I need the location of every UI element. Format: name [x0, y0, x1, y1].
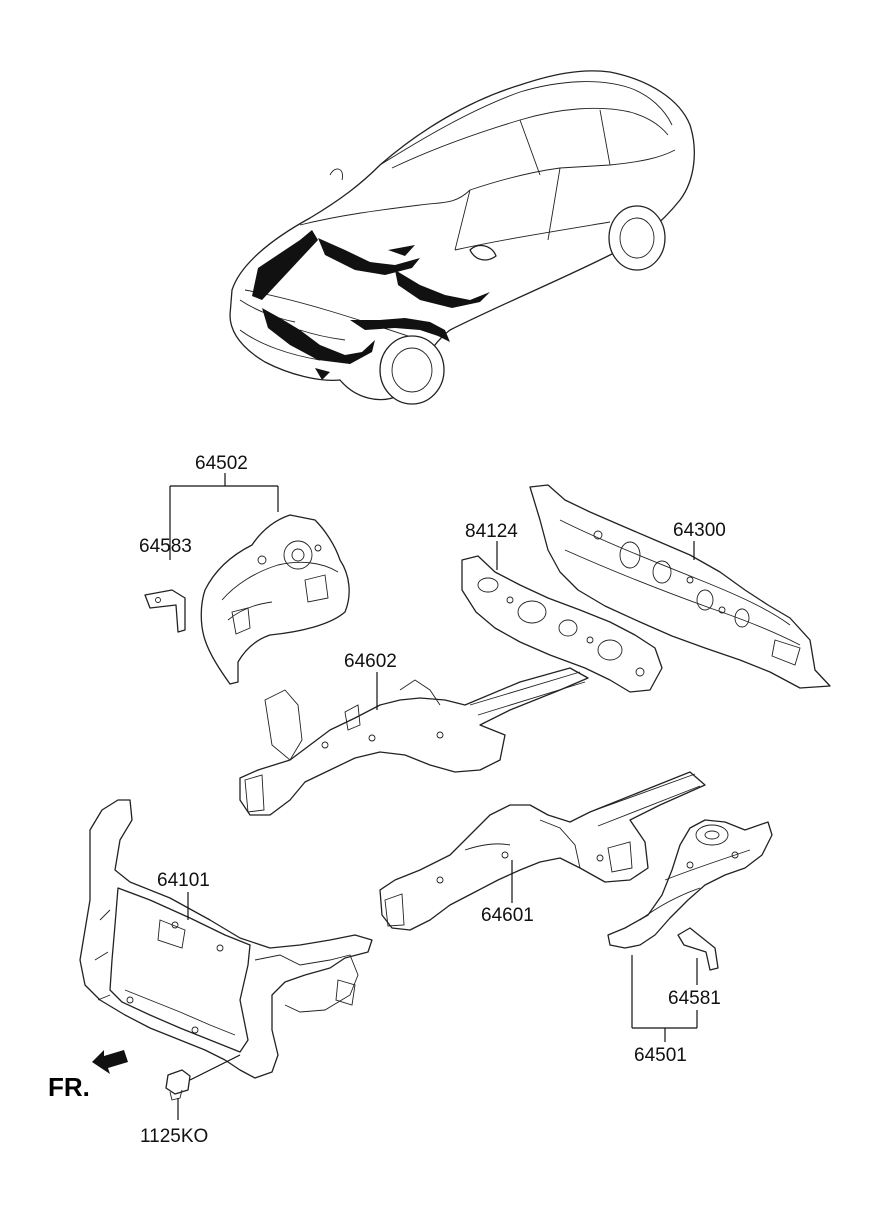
part-64602-side-member [239, 667, 589, 816]
part-64601-side-member [379, 771, 706, 931]
label-64581: 64581 [668, 988, 721, 1009]
label-1125KO: 1125KO [140, 1126, 208, 1147]
part-64502-wheel-house [144, 514, 350, 685]
label-64501: 64501 [634, 1045, 687, 1066]
front-direction-label: FR. [48, 1072, 90, 1102]
label-64602: 64602 [344, 651, 397, 672]
part-64300-dash-panel [529, 484, 831, 689]
label-84124: 84124 [465, 521, 518, 542]
part-84124-insulator [461, 555, 663, 693]
label-64583: 64583 [139, 536, 192, 557]
label-64101: 64101 [157, 870, 210, 891]
part-64501-wheel-house [607, 819, 773, 971]
label-64502: 64502 [195, 453, 248, 474]
label-64300: 64300 [673, 520, 726, 541]
part-1125KO-bolt [165, 1054, 241, 1101]
car-illustration [229, 70, 695, 405]
part-64101-front-panel [79, 799, 373, 1079]
front-direction-arrow-icon [92, 1050, 128, 1074]
front-direction-marker [92, 1050, 128, 1074]
label-64601: 64601 [481, 905, 534, 926]
